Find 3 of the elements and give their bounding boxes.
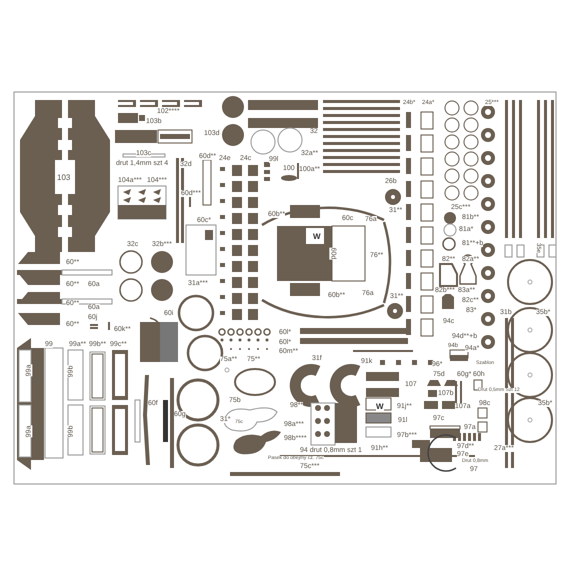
part-mark: W — [313, 233, 321, 241]
part-mark: W — [376, 403, 384, 411]
part-number: 103 — [57, 174, 70, 182]
